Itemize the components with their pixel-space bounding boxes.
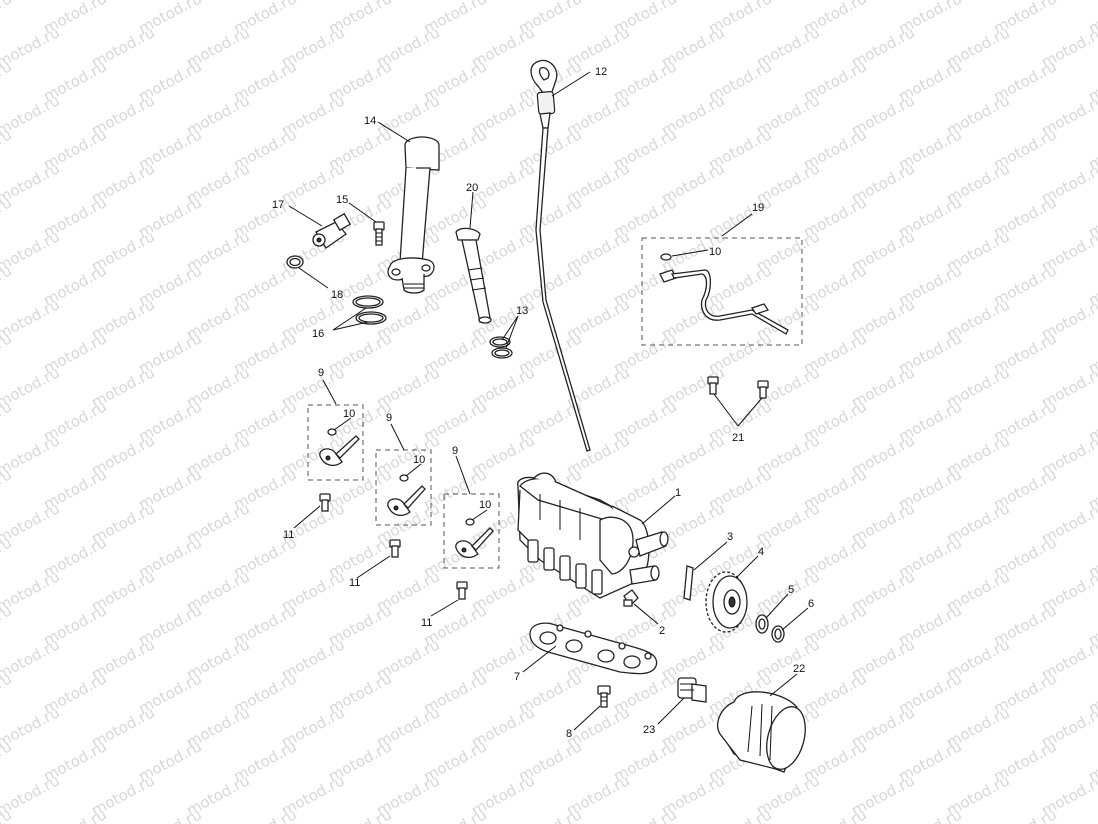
- callout-23: 23: [643, 724, 655, 736]
- tube-20-part: [455, 227, 492, 324]
- callout-6: 6: [808, 598, 814, 610]
- callout-3: 3: [727, 531, 733, 543]
- group-19-box: [641, 237, 803, 346]
- callout-17: 17: [272, 199, 284, 211]
- callout-10-b: 10: [413, 454, 425, 466]
- callout-15: 15: [336, 194, 348, 206]
- pin-3-part: [683, 565, 694, 601]
- callout-10-c: 10: [479, 499, 491, 511]
- callout-20: 20: [466, 182, 478, 194]
- group-9-box-b: [375, 449, 432, 526]
- o-ring-16-part: [352, 295, 387, 325]
- callout-16: 16: [312, 328, 324, 340]
- callout-7: 7: [514, 671, 520, 683]
- sensor-17-part: [312, 212, 352, 249]
- callout-11-a: 11: [283, 529, 294, 541]
- bolt-15-part: [373, 221, 385, 246]
- callout-5: 5: [788, 584, 794, 596]
- callout-19: 19: [752, 202, 764, 214]
- filler-tube-part: [387, 136, 440, 294]
- callout-9-a: 9: [318, 367, 324, 379]
- bolt-11-part: [319, 493, 468, 600]
- callout-10-group19: 10: [709, 246, 721, 258]
- gear-4-part: [705, 571, 748, 633]
- callout-4: 4: [758, 546, 764, 558]
- callout-22: 22: [793, 663, 805, 675]
- oil-pump-body-part: [517, 472, 669, 599]
- callout-14: 14: [364, 115, 376, 127]
- callout-11-b: 11: [349, 577, 360, 589]
- adapter-23-part: [677, 677, 707, 703]
- callout-1: 1: [675, 487, 681, 499]
- callout-labels: 12 14 20 15 17 19 10 18 13 16 9 10 9 21 …: [272, 66, 814, 740]
- dipstick-part: [530, 59, 591, 452]
- leader-lines: [288, 71, 809, 731]
- callout-9-c: 9: [452, 445, 458, 457]
- callout-8: 8: [566, 728, 572, 740]
- group-9-box-a: [307, 404, 364, 481]
- callout-11-c: 11: [421, 617, 432, 629]
- gasket-7-part: [529, 622, 658, 675]
- callout-9-b: 9: [386, 412, 392, 424]
- callout-10-a: 10: [343, 408, 355, 420]
- oil-filter-22-part: [717, 691, 806, 773]
- callout-21: 21: [732, 432, 744, 444]
- callout-18: 18: [331, 289, 343, 301]
- group-9-box-c: [443, 493, 500, 569]
- callout-2: 2: [659, 625, 665, 637]
- nozzle-2-part: [623, 589, 639, 608]
- bolt-21-part: [707, 376, 769, 399]
- bolt-8-part: [597, 685, 611, 708]
- callout-13: 13: [516, 305, 528, 317]
- callout-12: 12: [595, 66, 607, 78]
- o-ring-13-part: [489, 336, 513, 359]
